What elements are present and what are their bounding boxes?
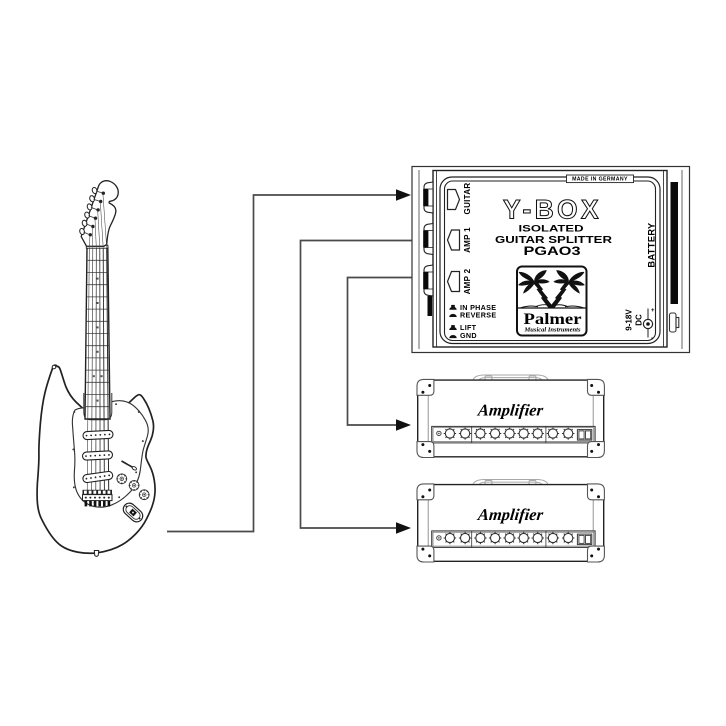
- svg-text:-: -: [651, 335, 654, 342]
- svg-text:GND: GND: [460, 331, 477, 340]
- svg-text:ISOLATED: ISOLATED: [519, 224, 584, 235]
- svg-text:REVERSE: REVERSE: [460, 310, 496, 319]
- svg-text:Musical Instruments: Musical Instruments: [523, 326, 581, 333]
- svg-text:Y-BOX: Y-BOX: [503, 195, 602, 225]
- svg-text:AMP 1: AMP 1: [463, 227, 472, 253]
- svg-text:IN PHASE: IN PHASE: [460, 303, 496, 312]
- svg-text:GUITAR: GUITAR: [463, 183, 472, 215]
- svg-text:Palmer: Palmer: [524, 311, 582, 328]
- svg-text:+: +: [651, 308, 655, 314]
- svg-text:9-18V: 9-18V: [625, 309, 634, 331]
- svg-text:LIFT: LIFT: [460, 323, 477, 332]
- svg-text:AMP 2: AMP 2: [463, 268, 472, 294]
- svg-text:GUITAR SPLITTER: GUITAR SPLITTER: [495, 235, 613, 246]
- svg-text:BATTERY: BATTERY: [647, 222, 657, 267]
- svg-text:PGAO3: PGAO3: [524, 246, 581, 258]
- svg-text:DC: DC: [635, 314, 644, 326]
- svg-text:MADE IN GERMANY: MADE IN GERMANY: [572, 177, 628, 183]
